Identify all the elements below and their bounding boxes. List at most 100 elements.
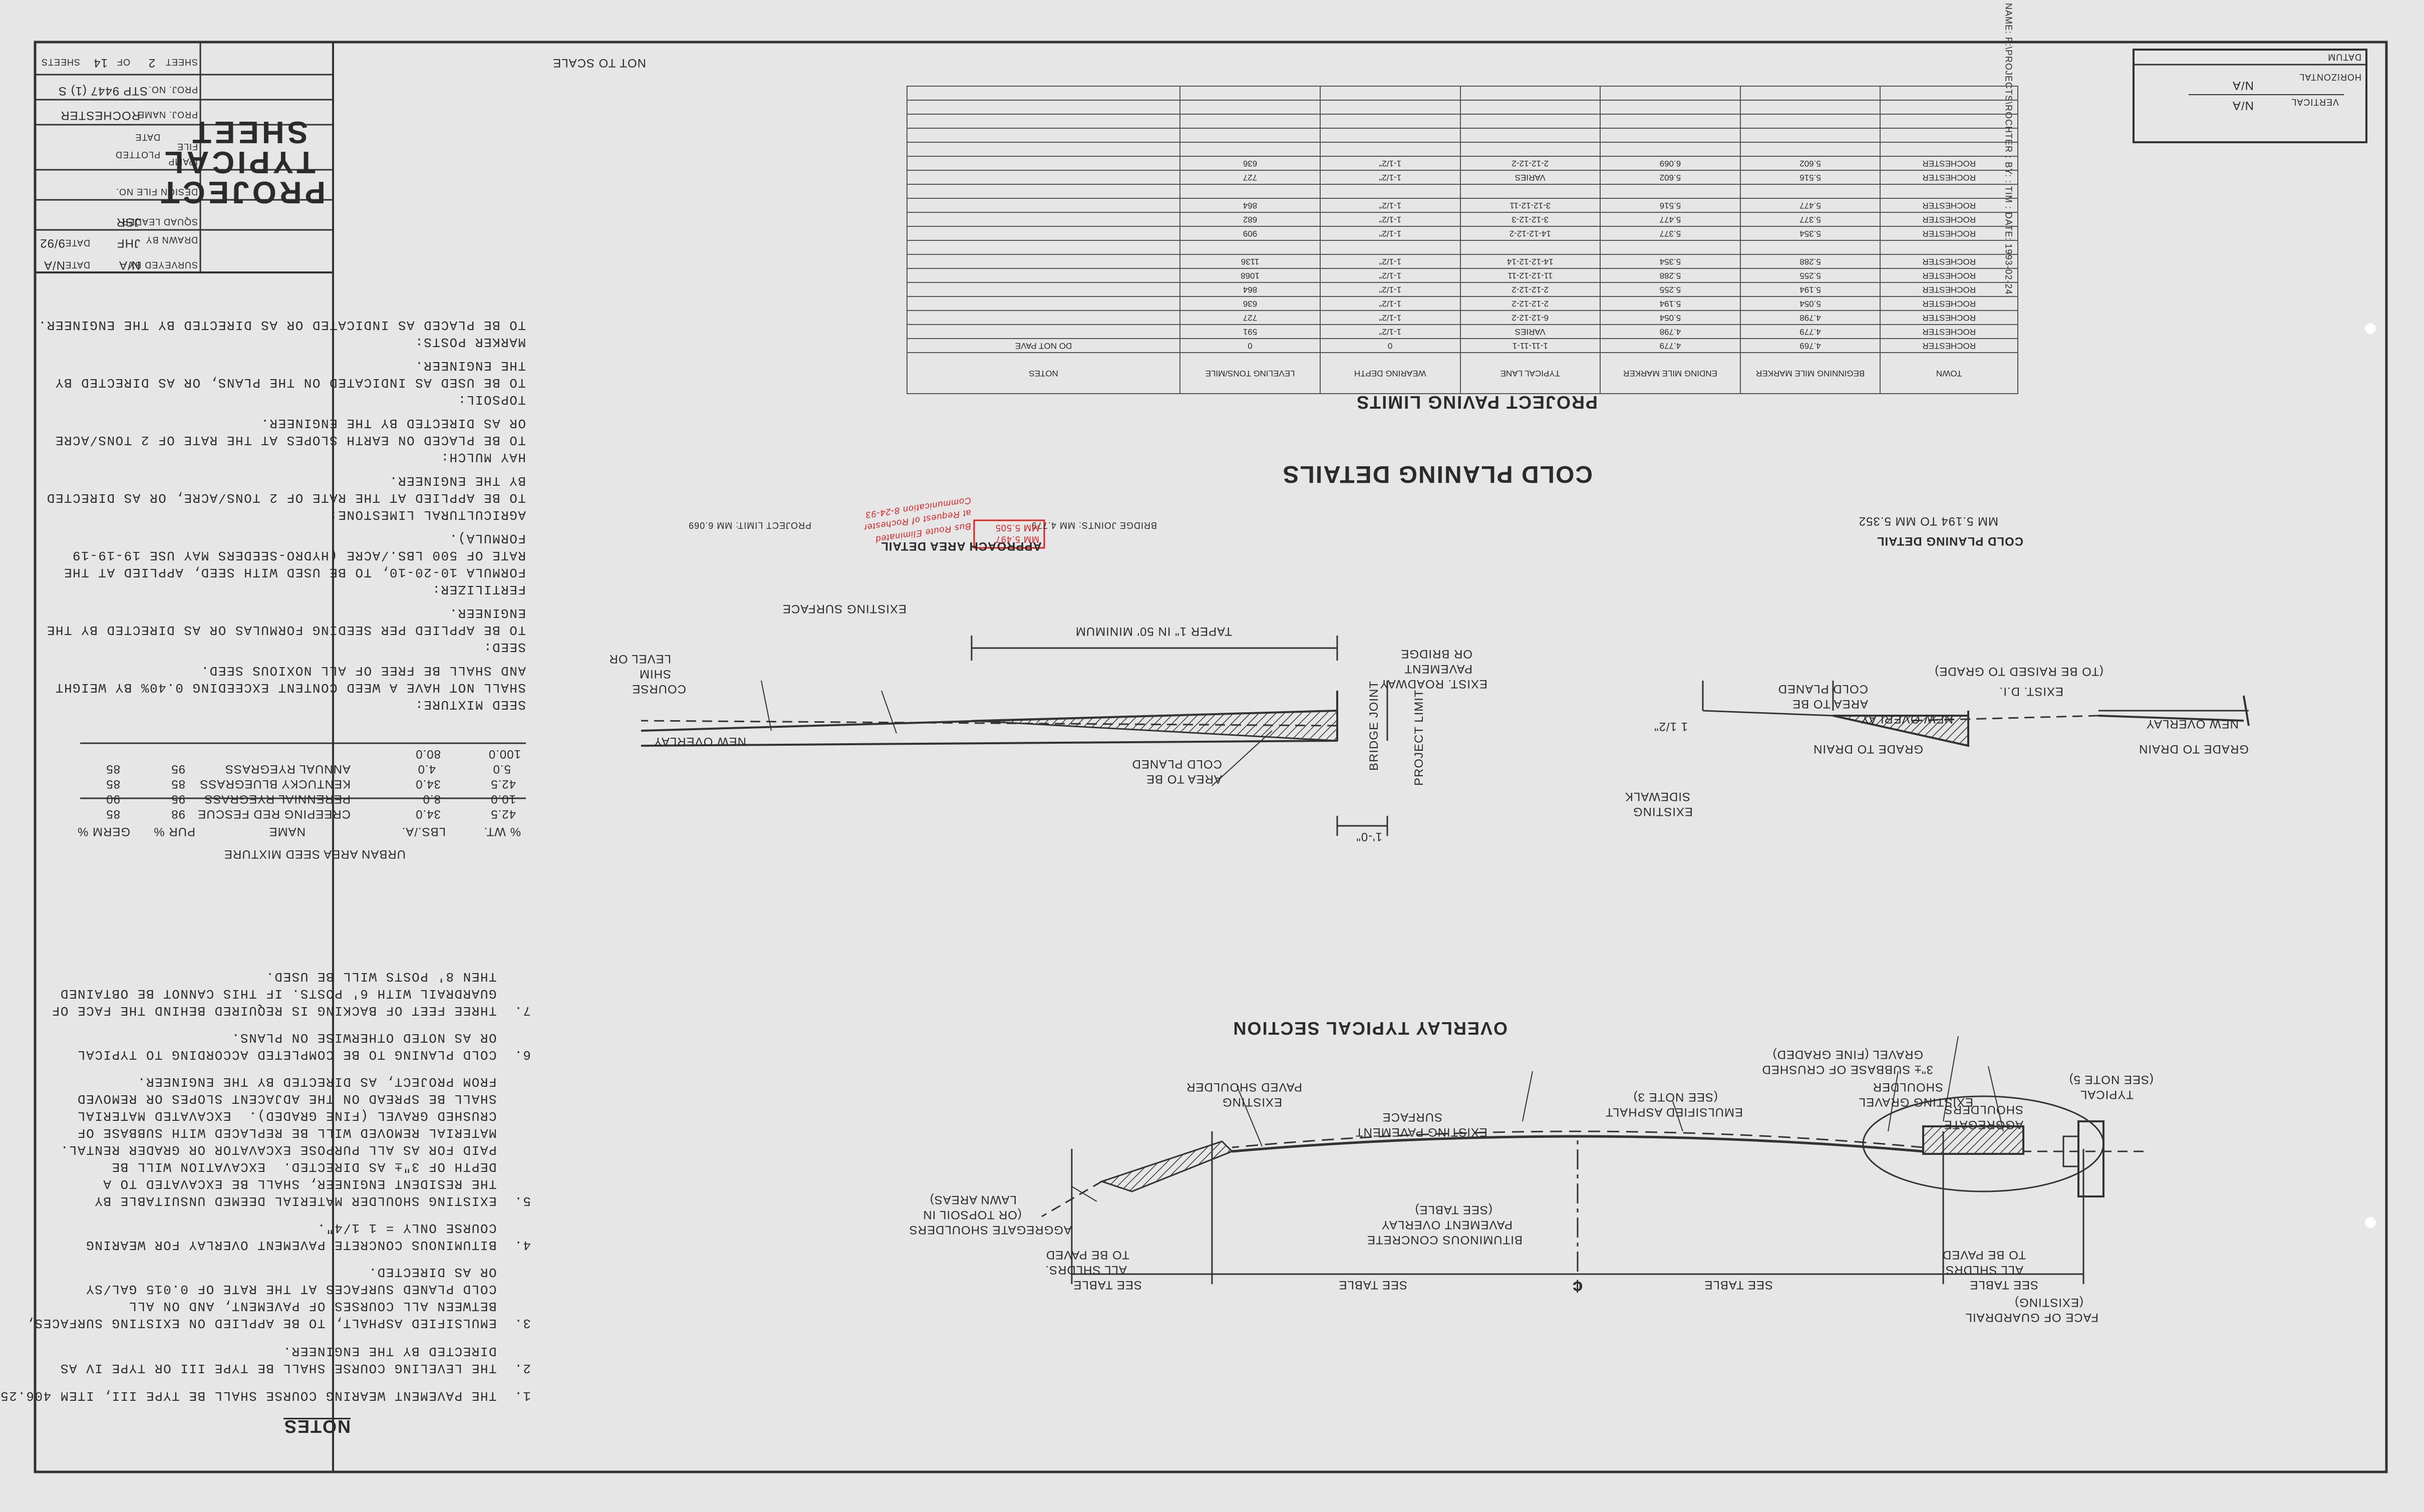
paving-cell [1600, 100, 1740, 114]
paving-cell [907, 198, 1180, 212]
design-file-label: DESIGN FILE NO. [115, 187, 198, 197]
horizontal-value: N/A [2232, 79, 2254, 92]
exist-di-label: EXIST. D.I. [1999, 685, 2063, 698]
spec-2: SHALL NOT HAVE A WEED CONTENT EXCEEDING … [55, 680, 526, 695]
note-6a: 6. COLD PLANING TO BE COMPLETED ACCORDIN… [77, 1047, 531, 1062]
paving-cell: 5.194 [1600, 296, 1740, 311]
paving-cell: ROCHESTER [1880, 254, 2018, 268]
note-7b: GUARDRAIL WITH 6' POSTS. IF THIS CANNOT … [60, 986, 531, 1001]
area-cold-right-2: COLD PLANED [1131, 757, 1222, 771]
paving-cell [1180, 128, 1320, 142]
note-3d: OR AS DIRECTED. [368, 1265, 531, 1280]
spec-12: TO BE APPLIED AT THE RATE OF 2 TONS/ACRE… [46, 490, 526, 505]
paving-cell: ROCHESTER [1880, 282, 2018, 296]
paving-cell [1740, 240, 1881, 254]
paving-cell: 3-12-12-11 [1460, 198, 1601, 212]
existing-sidewalk-2: SIDEWALK [1624, 790, 1690, 803]
paving-header-notes: NOTES [907, 353, 1180, 394]
paving-cell: 636 [1180, 296, 1320, 311]
paving-cell [1180, 100, 1320, 114]
paving-cell [907, 170, 1180, 184]
paving-cell: 1-1/2" [1320, 282, 1460, 296]
paving-cell: 5.377 [1600, 226, 1740, 240]
seed-row-2-pur: 95 [171, 792, 185, 806]
paving-cell: 5.354 [1740, 226, 1881, 240]
area-cold-left-1: AREA TO BE [1792, 697, 1868, 711]
all-shldrs-left-2: TO BE PAVED [1942, 1248, 2026, 1262]
sheet-label: SHEET [165, 57, 198, 67]
paving-cell: 0 [1180, 339, 1320, 353]
overlay-section-title: OVERLAY TYPICAL SECTION [1232, 1018, 1507, 1039]
paving-cell: 1-1/2" [1320, 325, 1460, 339]
level-shim-1: LEVEL OR [609, 652, 672, 666]
paving-cell [1880, 100, 2018, 114]
paving-cell [1180, 86, 1320, 100]
see-table-1: SEE TABLE [1969, 1278, 2038, 1292]
area-cold-right-1: AREA TO BE [1146, 772, 1222, 786]
note-5h: FROM PROJECT, AS DIRECTED BY THE ENGINEE… [137, 1074, 531, 1089]
note-2b: DIRECTED BY THE ENGINEER. [282, 1344, 531, 1359]
paving-header-tons: LEVELING TONS/MILE [1180, 353, 1320, 394]
seed-row-1-name: CREEPING RED FESCUE [197, 807, 351, 821]
paving-cell: 591 [1180, 325, 1320, 339]
one-half-inch: 1 1/2" [1654, 720, 1688, 733]
title-block-box [34, 41, 334, 273]
paving-cell: 5.602 [1600, 170, 1740, 184]
spec-4: SEED: [483, 640, 526, 655]
note-7a: 7. THREE FEET OF BACKING IS REQUIRED BEH… [51, 1003, 531, 1018]
notes-heading: NOTES [283, 1416, 351, 1437]
seed-row-4-wt: 5.0 [492, 762, 511, 776]
paving-cell: 1-1/2" [1320, 311, 1460, 325]
bridge-joint-vertical: BRIDGE JOINT [1367, 680, 1381, 771]
agg-right-3: TYPICAL [2079, 1088, 2134, 1101]
paving-cell: 5.516 [1740, 170, 1881, 184]
paving-cell: VARIES [1460, 170, 1601, 184]
cold-planing-detail-title: COLD PLANING DETAIL [1876, 534, 2023, 548]
paving-cell: 1-1/2" [1320, 296, 1460, 311]
cold-planing-detail-range: MM 5.194 TO MM 5.352 [1858, 514, 1998, 528]
paving-cell: ROCHESTER [1880, 311, 2018, 325]
bridge-joints: BRIDGE JOINTS: MM 4.779 [1031, 520, 1157, 530]
paving-cell [1600, 142, 1740, 156]
paving-cell [1880, 142, 2018, 156]
paving-table-row [907, 240, 2018, 254]
see-table-4: SEE TABLE [1073, 1278, 1142, 1292]
paving-header-row: TOWN BEGINNING MILE MARKER ENDING MILE M… [907, 353, 2018, 394]
paving-cell [1460, 128, 1601, 142]
one-foot-label: 1'-0" [1356, 830, 1382, 843]
sheet-total: 14 [93, 56, 108, 70]
paving-cell: 3-12-12-3 [1460, 212, 1601, 226]
plotted-label: PLOTTED [115, 150, 160, 160]
paving-cell [907, 226, 1180, 240]
paving-header-town: TOWN [1880, 353, 2018, 394]
paving-cell [1740, 114, 1881, 128]
note-5e: MATERIAL REMOVED WILL BE REPLACED WITH S… [77, 1125, 531, 1140]
paving-header-lane: TYPICAL LANE [1460, 353, 1601, 394]
paving-cell: ROCHESTER [1880, 339, 2018, 353]
area-cold-left-2: COLD PLANED [1777, 682, 1868, 696]
agg-shoulders-1: AGGREGATE SHOULDERS [908, 1223, 1072, 1237]
agg-shoulders-3: LAWN AREAS) [929, 1193, 1017, 1206]
paving-cell [907, 184, 1180, 198]
paving-cell: 1-1/2" [1320, 268, 1460, 282]
paving-cell [1320, 184, 1460, 198]
paving-cell [1460, 184, 1601, 198]
paving-cell [1460, 114, 1601, 128]
seed-row-2-wt: 10.0 [490, 792, 516, 806]
paving-cell: 1-1/2" [1320, 198, 1460, 212]
paving-cell [1180, 142, 1320, 156]
vertical-value: N/A [2232, 99, 2254, 112]
note-4a: 4. BITUMINOUS CONCRETE PAVEMENT OVERLAY … [85, 1238, 531, 1253]
sheet-no: 2 [148, 56, 155, 70]
exist-pave-2: SURFACE [1382, 1110, 1442, 1124]
paving-cell: 14-12-12-2 [1460, 226, 1601, 240]
paving-cell: 1-1/2" [1320, 170, 1460, 184]
spec-9: RATE OF 500 LBS./ACRE (HYDRO-SEEDERS MAY… [72, 548, 526, 563]
spec-10: FORMULA). [449, 531, 526, 546]
